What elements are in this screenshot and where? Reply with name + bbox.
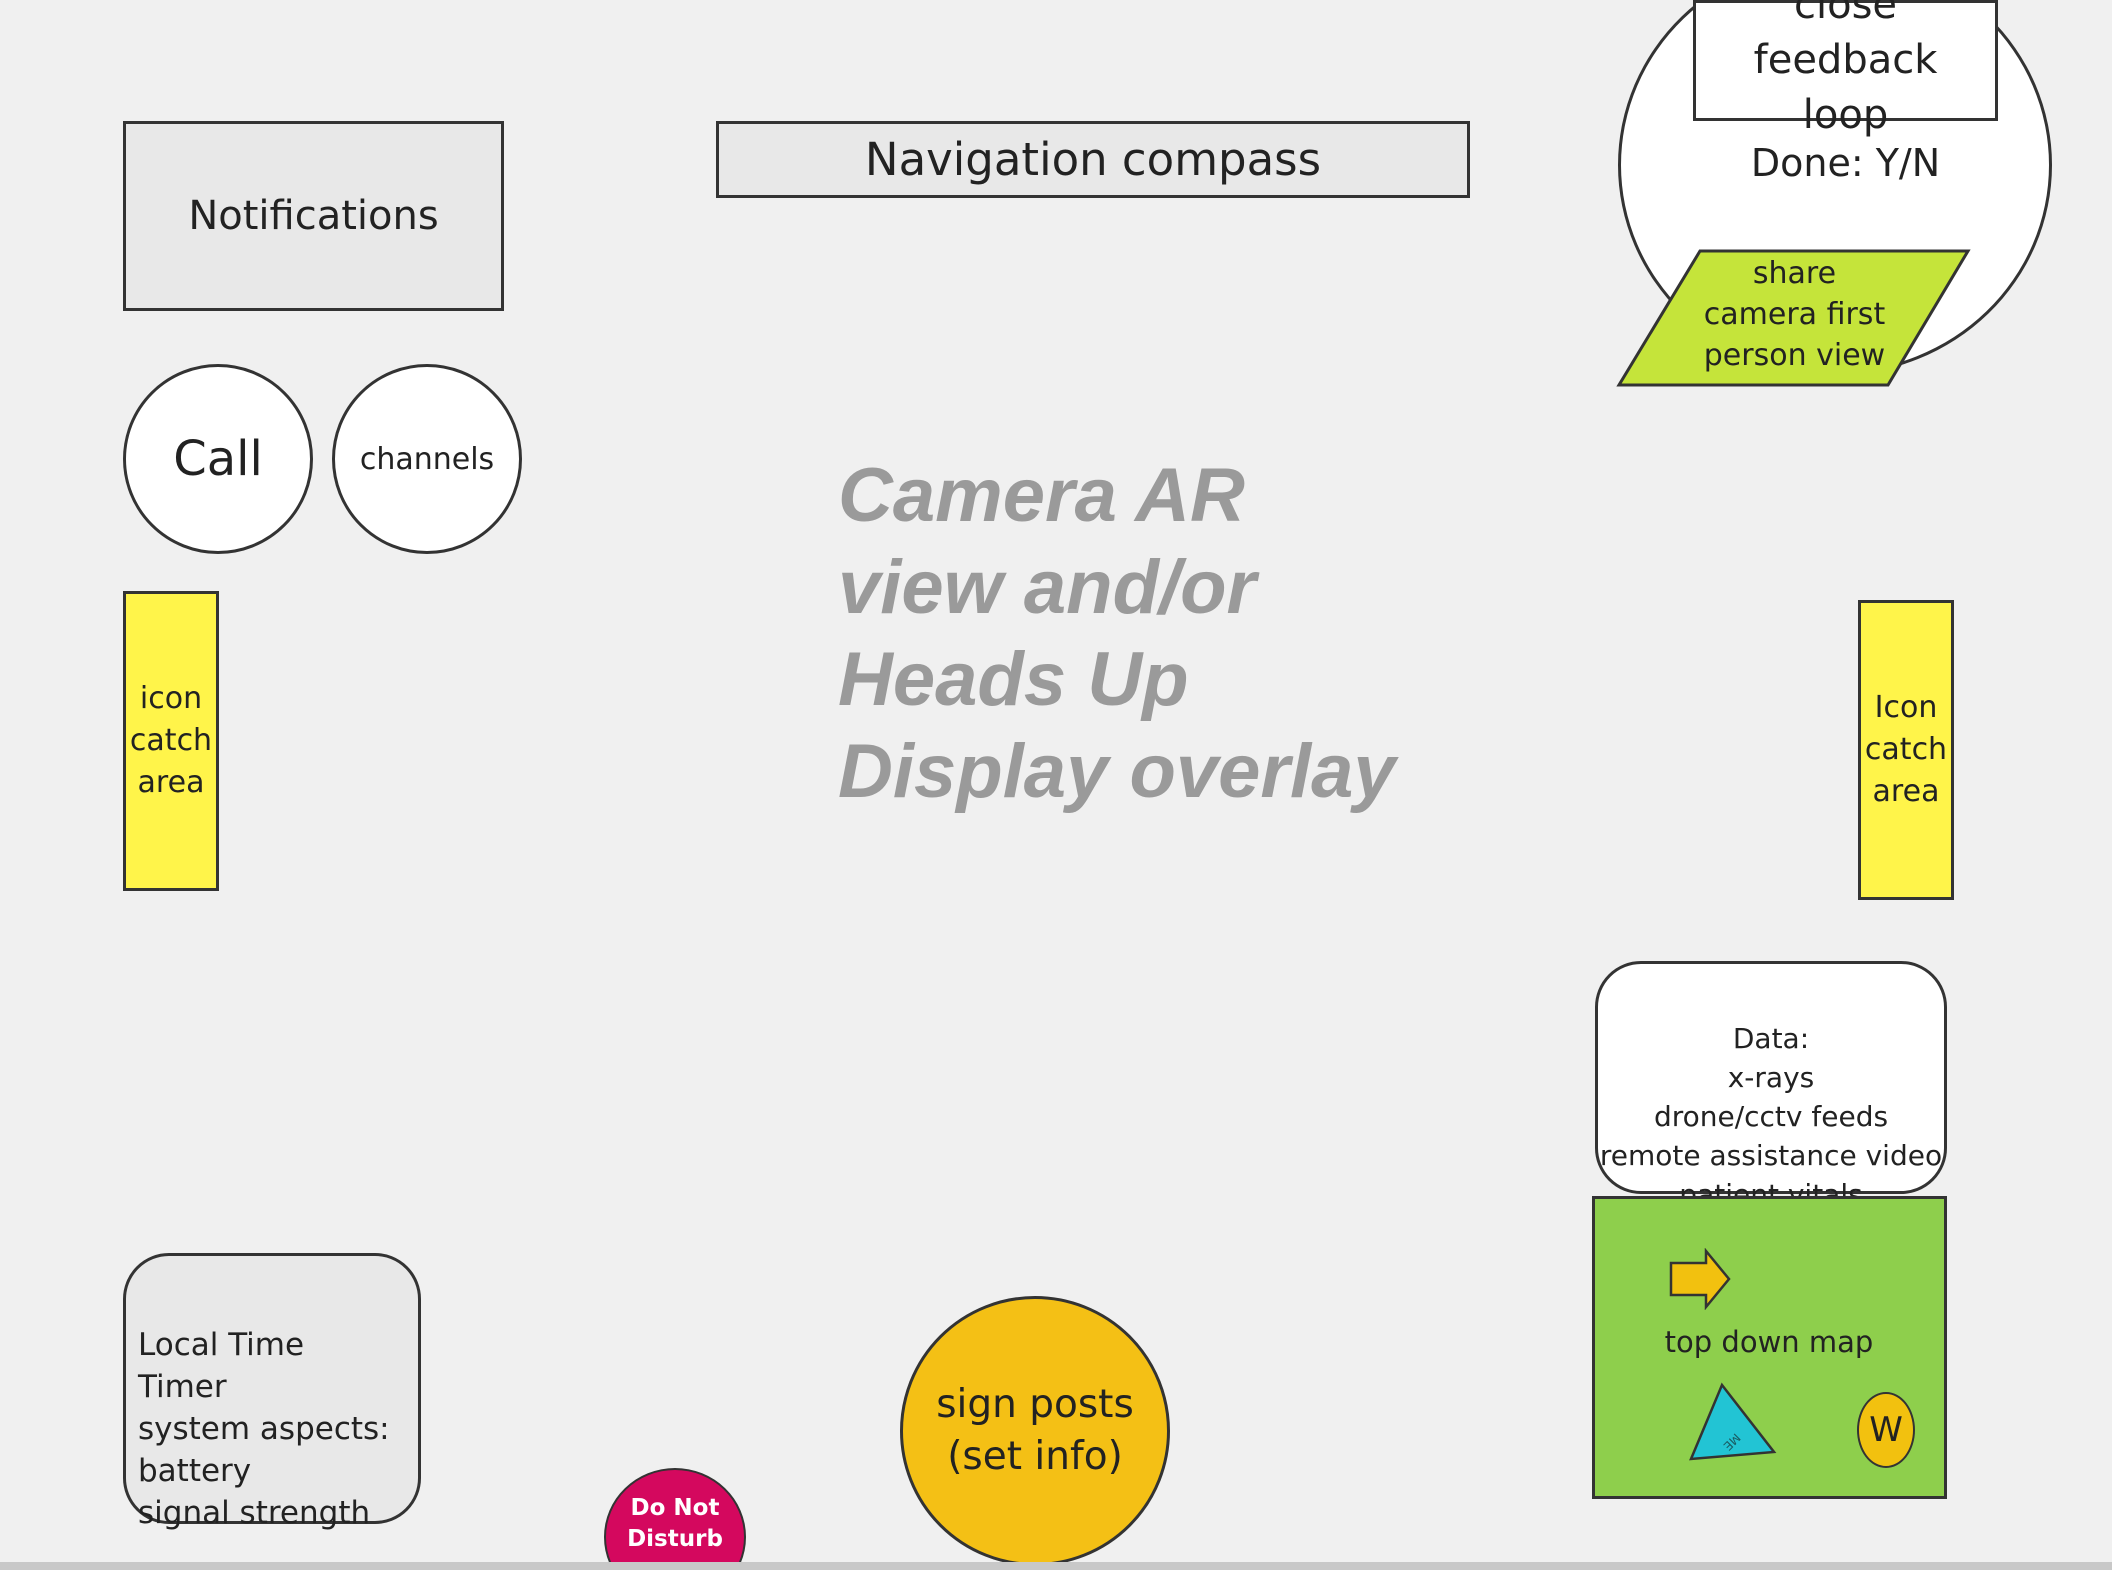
call-label: Call	[173, 431, 263, 487]
me-position-marker-icon: ME	[1689, 1382, 1777, 1461]
top-down-map-label: top down map	[1664, 1325, 1874, 1359]
left-icon-catch-area[interactable]: icon catch area	[123, 591, 219, 891]
data-feeds-text: Data: x-rays drone/cctv feeds remote ass…	[1599, 1022, 1943, 1211]
feedback-loop-title: close feedback loop	[1693, 0, 1998, 138]
right-icon-catch-area[interactable]: Icon catch area	[1858, 600, 1954, 900]
data-feeds-panel[interactable]: Data: x-rays drone/cctv feeds remote ass…	[1595, 961, 1947, 1211]
navigation-compass-bar[interactable]: Navigation compass	[716, 121, 1470, 198]
waypoint-label: W	[1869, 1410, 1903, 1450]
map-direction-arrow-icon	[1669, 1248, 1731, 1310]
camera-ar-view-placeholder: Camera AR view and/or Heads Up Display o…	[838, 453, 1396, 814]
notifications-panel[interactable]: Notifications	[123, 121, 504, 311]
call-button[interactable]: Call	[123, 364, 313, 554]
bottom-edge-line	[0, 1562, 2112, 1570]
share-camera-shape[interactable]	[1616, 248, 1972, 388]
done-status-label: Done: Y/N	[1750, 141, 1941, 185]
notifications-label: Notifications	[188, 193, 439, 239]
system-status-text: Local Time Timer system aspects: battery…	[138, 1327, 390, 1531]
do-not-disturb-button[interactable]: Do Not Disturb	[604, 1468, 746, 1570]
navigation-compass-label: Navigation compass	[864, 133, 1322, 186]
sign-posts-button[interactable]: sign posts (set info)	[900, 1296, 1170, 1566]
system-status-panel: Local Time Timer system aspects: battery…	[123, 1253, 421, 1531]
channels-label: channels	[359, 441, 495, 477]
waypoint-marker-icon: W	[1857, 1392, 1915, 1468]
share-camera-label: share camera first person view	[1703, 255, 1886, 373]
channels-button[interactable]: channels	[332, 364, 522, 554]
